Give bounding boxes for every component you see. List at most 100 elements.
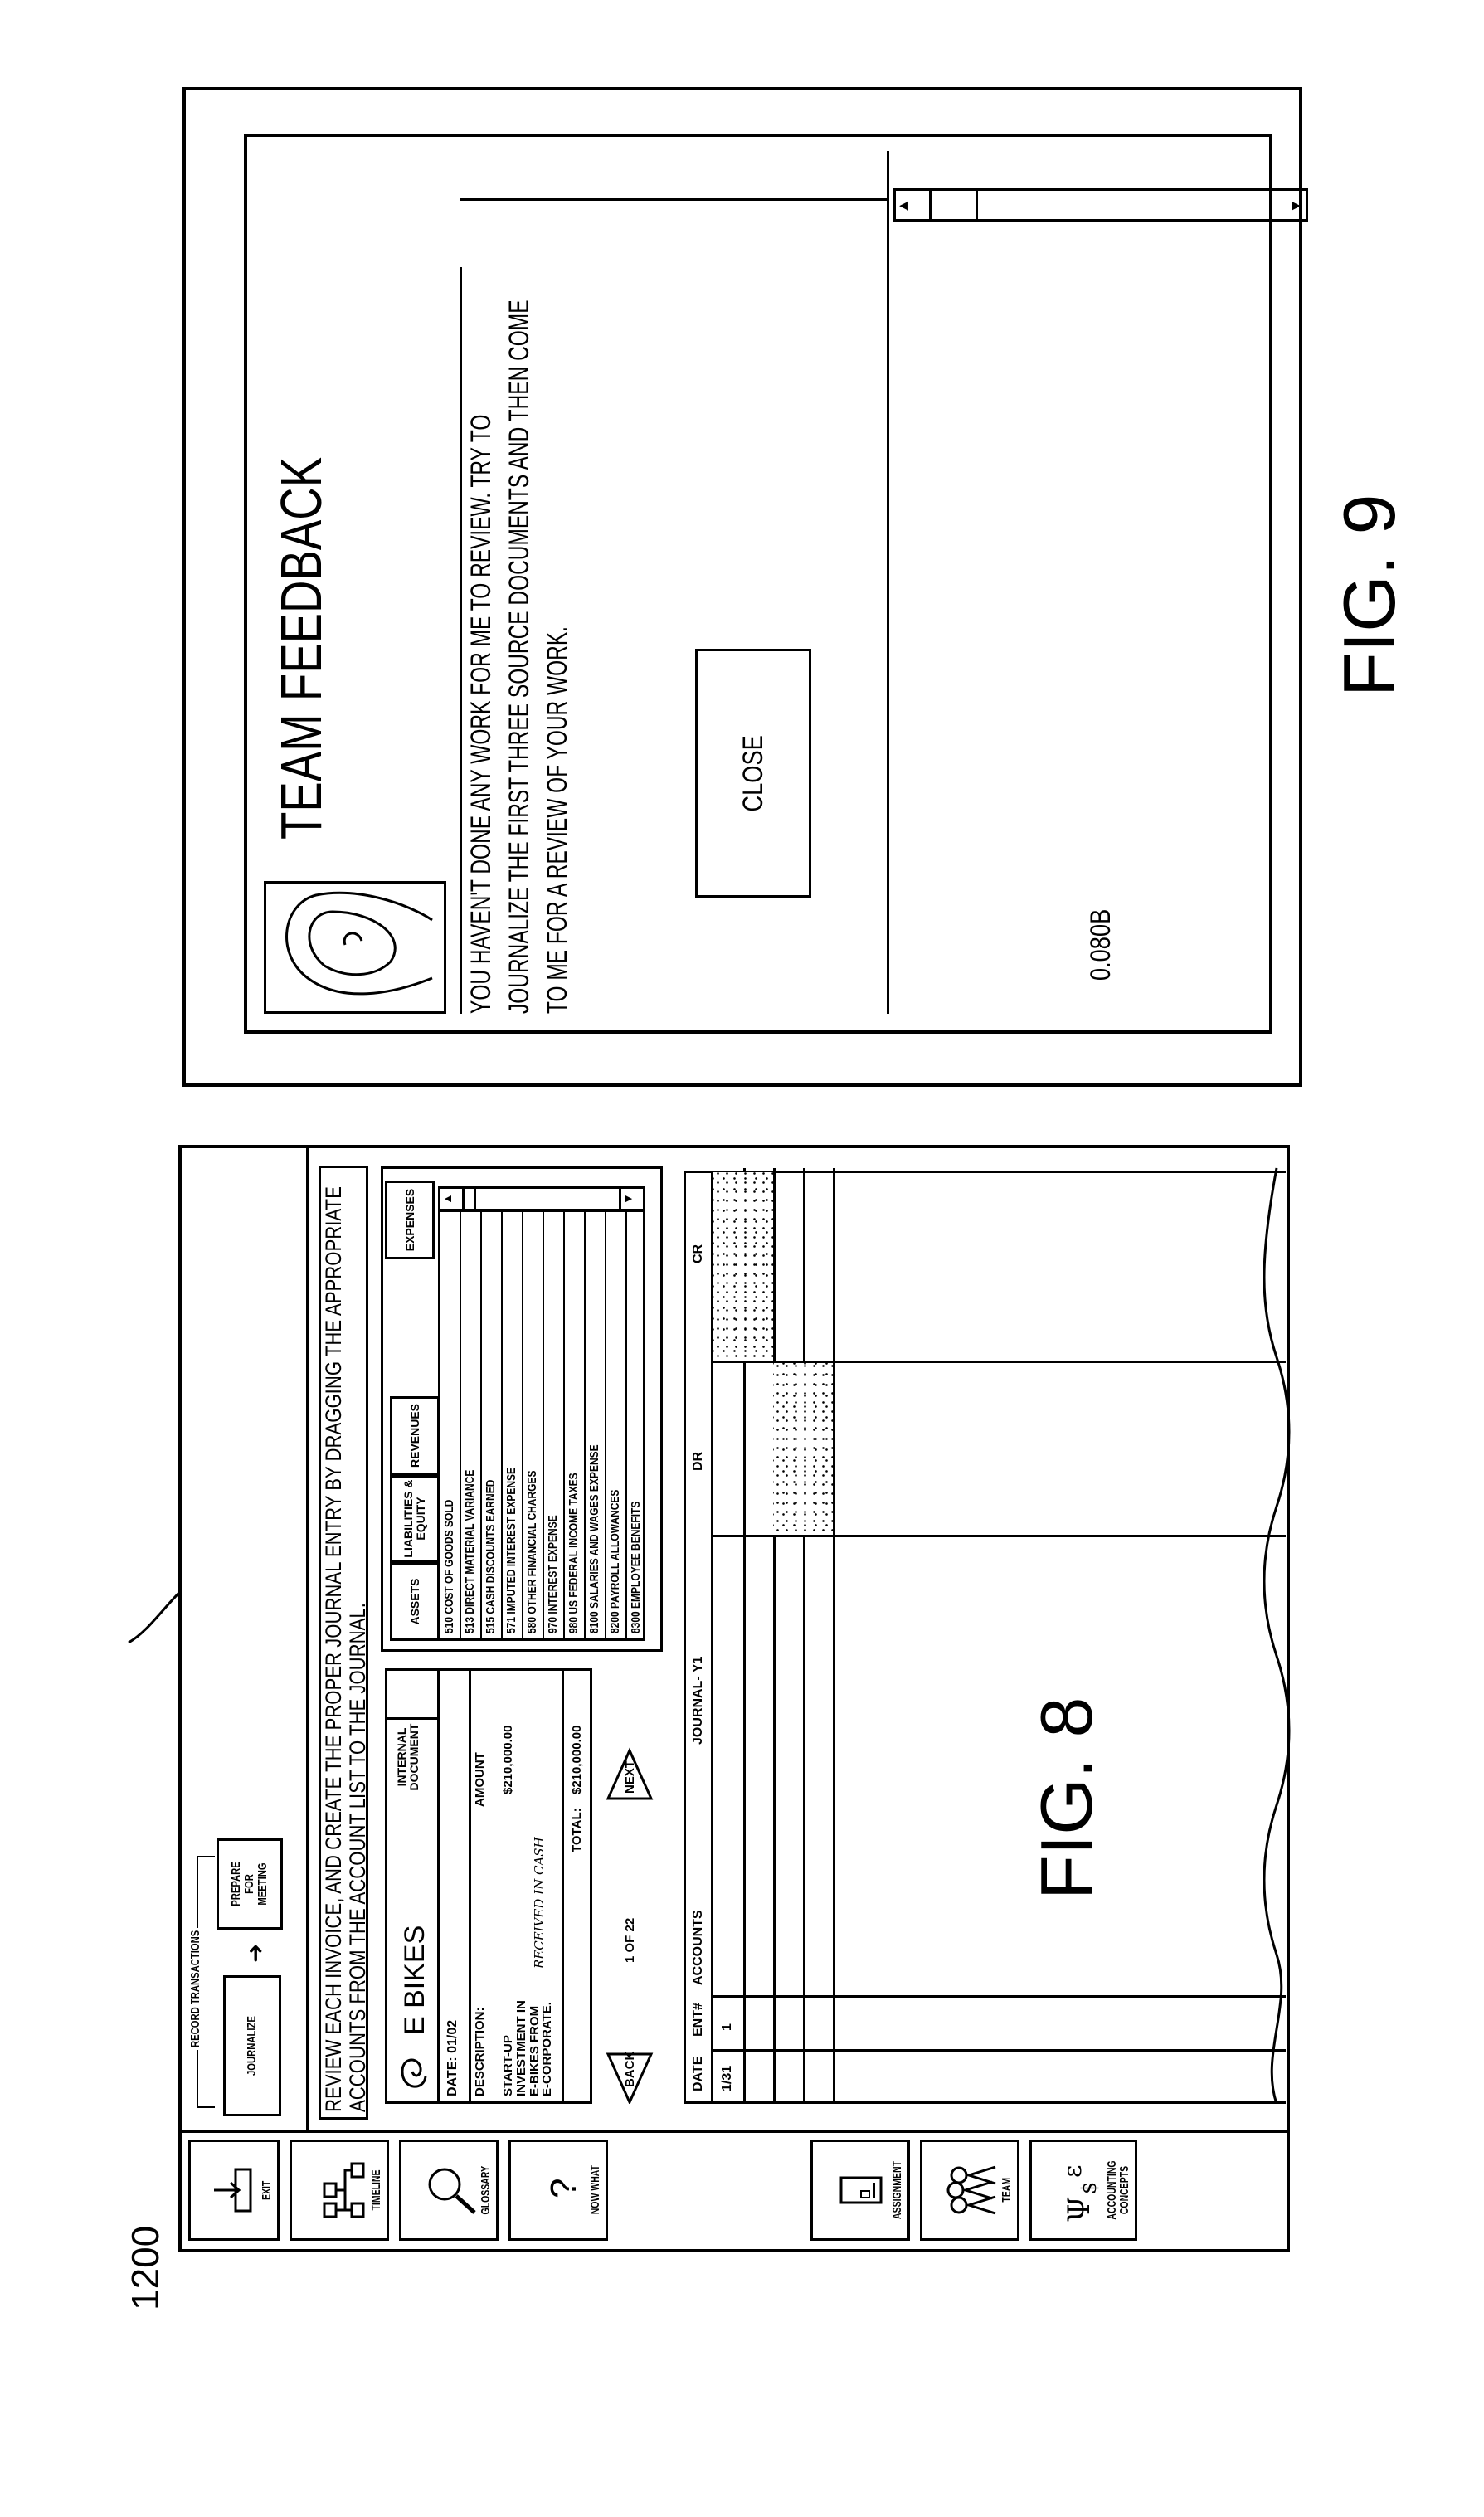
svg-text:?: ?	[543, 2179, 584, 2198]
nav-label: TIMELINE	[370, 2170, 383, 2211]
column-divider	[713, 1535, 1286, 1537]
scroll-up-icon[interactable]: ▲	[440, 1189, 465, 1209]
instruction-line: ACCOUNTS FROM THE ACCOUNT LIST TO THE JO…	[346, 1342, 370, 2112]
document-pager: BACK 1 OF 22 NEXT	[605, 1668, 663, 2104]
column-divider	[713, 1995, 1286, 1998]
amount-label: AMOUNT	[474, 1752, 487, 1807]
dr-disabled-cell	[773, 1363, 833, 1535]
journal-date-cell[interactable]: 1/31	[720, 2066, 735, 2091]
nav-timeline-button[interactable]: TIMELINE	[290, 2140, 389, 2241]
arrow-right-icon: ➜	[241, 1944, 269, 1963]
account-item[interactable]: 515 CASH DISCOUNTS EARNED	[482, 1212, 503, 1638]
back-label: BACK	[623, 2052, 637, 2087]
account-list-panel: ASSETS LIABILITIES & EQUITY REVENUES EXP…	[381, 1166, 663, 1652]
nav-team-button[interactable]: TEAM	[920, 2140, 1019, 2241]
version-label: 0.080B	[1085, 909, 1117, 981]
tab-label: LIABILITIES & EQUITY	[402, 1478, 426, 1560]
divider	[387, 1717, 437, 1720]
svg-text:ε: ε	[1058, 2164, 1087, 2178]
tab-liabilities-equity[interactable]: LIABILITIES & EQUITY	[390, 1475, 440, 1562]
workflow-bar: RECORD TRANSACTIONS JOURNALIZE ➜ PREPARE…	[182, 1146, 309, 2133]
nav-accounting-concepts-button[interactable]: Ψ$ε ACCOUNTING CONCEPTS	[1029, 2140, 1137, 2241]
tab-expenses[interactable]: EXPENSES	[385, 1181, 435, 1259]
next-button[interactable]: NEXT	[605, 1747, 654, 1805]
scroll-track[interactable]	[474, 1189, 642, 1209]
journalize-step-button[interactable]: JOURNALIZE	[223, 1975, 281, 2116]
nav-glossary-button[interactable]: GLOSSARY	[399, 2140, 499, 2241]
document-date: DATE: 01/02	[445, 2020, 460, 2096]
torn-edge	[1260, 1166, 1302, 2104]
row-divider	[773, 1168, 776, 2101]
symbols-icon: Ψ$ε	[1056, 2153, 1106, 2227]
amount-value: $210,000.00	[502, 1726, 515, 1794]
back-button[interactable]: BACK	[605, 2054, 654, 2104]
account-item[interactable]: 8100 SALARIES AND WAGES EXPENSE	[586, 1212, 606, 1638]
workflow-group-label: RECORD TRANSACTIONS	[188, 1928, 202, 2050]
tab-label: REVENUES	[409, 1404, 421, 1468]
close-label: CLOSE	[737, 735, 770, 811]
account-list-scrollbar[interactable]: ▲ ▼	[438, 1186, 645, 1211]
document-header: E BIKES INTERNAL DOCUMENT	[387, 1671, 440, 2101]
scroll-left-icon[interactable]: ◂	[899, 194, 908, 216]
instructions-box: REVIEW EACH INVOICE, AND CREATE THE PROP…	[319, 1166, 368, 2120]
prepare-meeting-step-button[interactable]: PREPARE FOR MEETING	[217, 1838, 283, 1930]
nav-assignment-button[interactable]: ASSIGNMENT	[810, 2140, 910, 2241]
column-header: CR	[691, 1244, 706, 1263]
step-label: JOURNALIZE	[246, 2016, 259, 2076]
account-item[interactable]: 8300 EMPLOYEE BENEFITS	[627, 1212, 645, 1638]
cr-disabled-cell	[713, 1172, 773, 1361]
nav-label: EXIT	[260, 2180, 274, 2199]
account-list: 510 COST OF GOODS SOLD 513 DIRECT MATERI…	[438, 1210, 645, 1641]
feedback-scrollbar[interactable]: ◂ ▸	[893, 188, 1308, 222]
tab-assets[interactable]: ASSETS	[390, 1562, 440, 1641]
total-value: $210,000.00	[570, 1726, 584, 1794]
column-header: DATE	[691, 2057, 706, 2091]
message-scroll-area	[460, 151, 924, 1014]
bike-logo-icon	[394, 2043, 434, 2093]
nav-label: NOW WHAT	[589, 2165, 602, 2214]
account-item[interactable]: 580 OTHER FINANCIAL CHARGES	[523, 1212, 544, 1638]
journal-entry-cell[interactable]: 1	[720, 2023, 735, 2031]
nav-now-what-button[interactable]: ? NOW WHAT	[508, 2140, 608, 2241]
team-feedback-panel: TEAM FEEDBACK YOU HAVEN'T DONE ANY WORK …	[244, 134, 1272, 1034]
nav-label: ASSIGNMENT	[891, 2161, 904, 2219]
fig8-label: FIG. 8	[1024, 1697, 1109, 1901]
document-body: DESCRIPTION: AMOUNT START-UP INVESTMENT …	[469, 1671, 564, 2101]
journal-table: DATE ENT# ACCOUNTS JOURNAL- Y1 DR CR 1/3…	[684, 1158, 1297, 2104]
face-sketch-icon	[266, 884, 444, 1011]
column-divider	[713, 2049, 1286, 2052]
journal-grid: 1/31 1	[713, 1171, 1286, 2104]
journalize-window: EXIT TIMELINE GLOSSARY ? NOW WHAT ASSIGN…	[178, 1145, 1290, 2252]
handwritten-note: RECEIVED IN CASH	[533, 1837, 547, 1969]
close-button[interactable]: CLOSE	[695, 649, 811, 898]
description-label: DESCRIPTION:	[474, 2007, 487, 2096]
account-item[interactable]: 8200 PAYROLL ALLOWANCES	[606, 1212, 627, 1638]
svg-text:Ψ: Ψ	[1063, 2196, 1097, 2222]
account-item[interactable]: 571 IMPUTED INTEREST EXPENSE	[503, 1212, 523, 1638]
nav-exit-button[interactable]: EXIT	[188, 2140, 280, 2241]
exit-icon	[211, 2161, 260, 2219]
page-position: 1 OF 22	[623, 1918, 637, 1963]
message-bottom-border	[887, 151, 889, 1014]
fig8-screen: EXIT TIMELINE GLOSSARY ? NOW WHAT ASSIGN…	[178, 1145, 1290, 2252]
message-right-border	[460, 198, 889, 201]
document-date-row: DATE: 01/02	[437, 1671, 471, 2101]
company-name: E BIKES	[399, 1925, 431, 2035]
tab-revenues[interactable]: REVENUES	[390, 1396, 440, 1475]
account-item[interactable]: 980 US FEDERAL INCOME TAXES	[565, 1212, 586, 1638]
step-label: PREPARE FOR MEETING	[230, 1852, 269, 1916]
fig9-screen: TEAM FEEDBACK YOU HAVEN'T DONE ANY WORK …	[182, 87, 1302, 1087]
scroll-down-icon[interactable]: ▼	[619, 1189, 643, 1209]
account-item[interactable]: 970 INTEREST EXPENSE	[544, 1212, 565, 1638]
description-text: START-UP INVESTMENT IN E-BIKES FROM E-CO…	[502, 1997, 554, 2096]
nav-sidebar: EXIT TIMELINE GLOSSARY ? NOW WHAT ASSIGN…	[182, 2130, 1287, 2249]
column-header: ENT#	[691, 2003, 706, 2037]
instruction-line: REVIEW EACH INVOICE, AND CREATE THE PROP…	[322, 1342, 346, 2112]
account-item[interactable]: 513 DIRECT MATERIAL VARIANCE	[461, 1212, 482, 1638]
avatar	[264, 881, 446, 1014]
account-item[interactable]: 510 COST OF GOODS SOLD	[440, 1212, 461, 1638]
assignment-icon	[836, 2169, 891, 2211]
scroll-divider	[976, 191, 978, 219]
journal-header-row: DATE ENT# ACCOUNTS JOURNAL- Y1 DR CR	[684, 1171, 713, 2104]
scroll-right-icon[interactable]: ▸	[1292, 194, 1301, 216]
